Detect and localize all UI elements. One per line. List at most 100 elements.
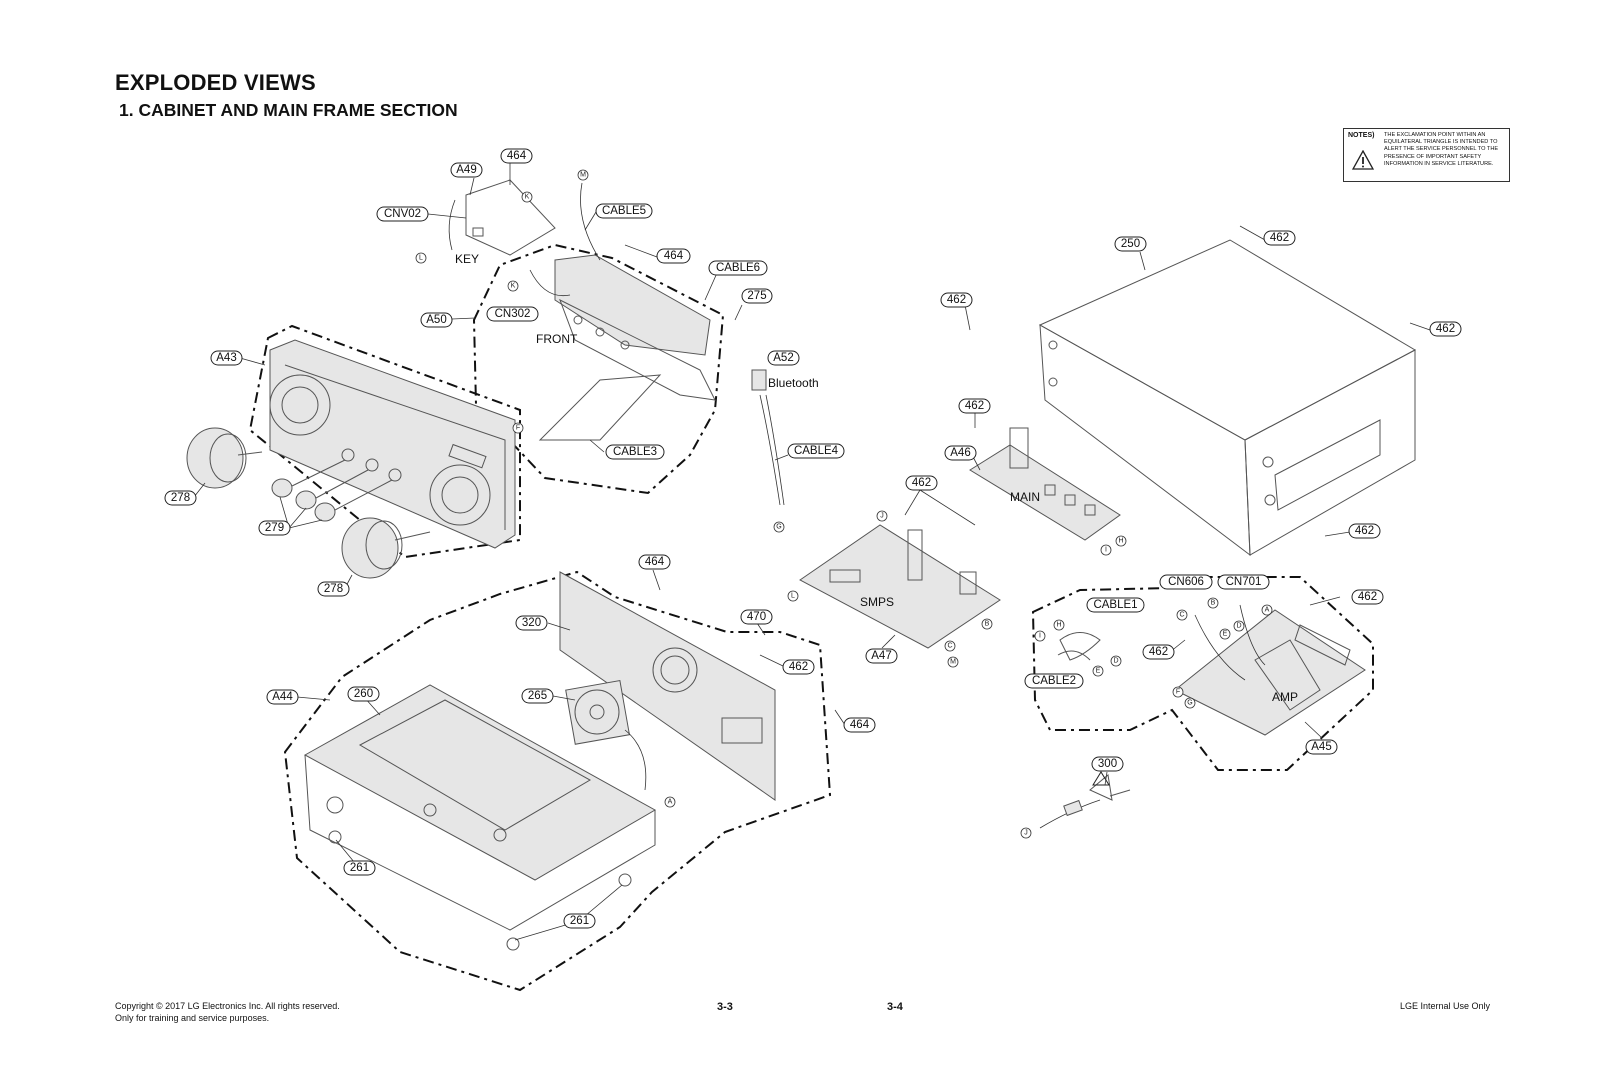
svg-text:260: 260: [354, 688, 373, 700]
safety-notes-box: NOTES) THE EXCLAMATION POINT WITHIN AN E…: [1343, 128, 1510, 182]
connector-marker-j: J: [1020, 827, 1032, 839]
svg-text:320: 320: [522, 617, 541, 629]
svg-text:CN701: CN701: [1226, 576, 1262, 588]
svg-text:J: J: [880, 513, 884, 520]
training-line: Only for training and service purposes.: [115, 1013, 270, 1023]
svg-text:CABLE3: CABLE3: [613, 446, 657, 458]
cooling-fan: [565, 679, 647, 791]
main-frame-group-outline: [283, 570, 832, 992]
callout-278: 278: [317, 581, 350, 597]
callout-cnv02: CNV02: [376, 206, 429, 222]
svg-text:265: 265: [528, 690, 547, 702]
svg-text:F: F: [516, 425, 520, 432]
copyright-notice: Copyright © 2017 LG Electronics Inc. All…: [115, 1000, 340, 1024]
callout-cable3: CABLE3: [605, 444, 665, 460]
svg-text:462: 462: [965, 400, 984, 412]
front-board-group-outline: [472, 243, 725, 495]
svg-text:A49: A49: [456, 164, 476, 176]
rear-panel: [559, 571, 776, 801]
callout-cable1: CABLE1: [1086, 597, 1145, 613]
top-cover: [1038, 239, 1417, 557]
callout-300: 300: [1091, 756, 1124, 772]
svg-text:250: 250: [1121, 238, 1140, 250]
svg-text:261: 261: [570, 915, 589, 927]
notes-label: NOTES): [1348, 132, 1375, 139]
callout-250: 250: [1114, 236, 1147, 252]
main-chassis: [303, 684, 657, 951]
callout-a44: A44: [266, 689, 299, 705]
svg-text:279: 279: [265, 522, 284, 534]
svg-text:G: G: [776, 524, 781, 531]
connector-marker-c: C: [944, 640, 956, 652]
svg-text:275: 275: [747, 290, 766, 302]
callout-462: 462: [1348, 523, 1381, 539]
page-number-right: 3-4: [887, 1001, 903, 1013]
svg-text:D: D: [1236, 623, 1241, 630]
callout-cable6: CABLE6: [708, 260, 768, 276]
callout-cable2: CABLE2: [1024, 673, 1084, 689]
svg-text:A43: A43: [216, 352, 236, 364]
power-cord: [1039, 771, 1131, 829]
connector-marker-g: G: [773, 521, 785, 533]
callout-462: 462: [1142, 644, 1175, 660]
svg-text:L: L: [419, 255, 423, 262]
callout-464: 464: [500, 148, 533, 164]
connector-marker-l: L: [787, 590, 799, 602]
callout-278: 278: [164, 490, 197, 506]
connector-marker-j: J: [876, 510, 888, 522]
smps-board-label: SMPS: [860, 595, 894, 609]
svg-text:278: 278: [324, 583, 343, 595]
svg-text:462: 462: [1355, 525, 1374, 537]
callout-261: 261: [343, 860, 376, 876]
svg-text:B: B: [985, 621, 990, 628]
svg-text:B: B: [1211, 600, 1216, 607]
volume-knob-large: [186, 427, 263, 489]
warning-triangle-icon: [1352, 150, 1374, 170]
svg-text:K: K: [511, 283, 516, 290]
connector-marker-d: D: [1233, 620, 1245, 632]
svg-text:A: A: [1265, 607, 1270, 614]
connector-marker-h: H: [1115, 535, 1127, 547]
svg-text:M: M: [580, 172, 586, 179]
svg-text:E: E: [1096, 668, 1101, 675]
svg-text:M: M: [950, 659, 956, 666]
svg-text:462: 462: [789, 661, 808, 673]
main-board: [969, 427, 1121, 541]
cables-1-2: [1057, 632, 1101, 661]
callout-462: 462: [1429, 321, 1462, 337]
connector-marker-d: D: [1110, 655, 1122, 667]
svg-text:A50: A50: [426, 314, 446, 326]
main-board-label: MAIN: [1010, 490, 1040, 504]
amp-board: [1174, 604, 1366, 736]
input-knob-large: [341, 517, 431, 579]
svg-text:H: H: [1056, 622, 1061, 629]
callout-cn302: CN302: [486, 306, 539, 322]
connector-marker-m: M: [947, 656, 959, 668]
connector-marker-k: K: [521, 191, 533, 203]
svg-text:K: K: [525, 194, 530, 201]
svg-text:261: 261: [350, 862, 369, 874]
connector-marker-e: E: [1219, 628, 1231, 640]
connector-marker-k: K: [507, 280, 519, 292]
callout-464: 464: [843, 717, 876, 733]
callout-275: 275: [741, 288, 773, 304]
bluetooth-label: Bluetooth: [768, 376, 819, 390]
svg-text:D: D: [1113, 658, 1118, 665]
connector-marker-a: A: [664, 796, 676, 808]
svg-text:J: J: [1024, 830, 1028, 837]
connector-marker-g: G: [1184, 697, 1196, 709]
callout-a50: A50: [420, 312, 453, 328]
connector-marker-l: L: [415, 252, 427, 264]
connector-marker-a: A: [1261, 604, 1273, 616]
callout-470: 470: [740, 609, 773, 625]
ribbon-cable-3: [538, 374, 662, 441]
callout-cable4: CABLE4: [787, 443, 845, 459]
svg-text:470: 470: [747, 611, 766, 623]
key-board-label: KEY: [455, 252, 479, 266]
callout-464: 464: [638, 554, 671, 570]
page-number-left: 3-3: [717, 1001, 733, 1013]
svg-text:CABLE2: CABLE2: [1032, 675, 1076, 687]
front-panel-assembly: [269, 339, 516, 549]
connector-marker-b: B: [981, 618, 993, 630]
